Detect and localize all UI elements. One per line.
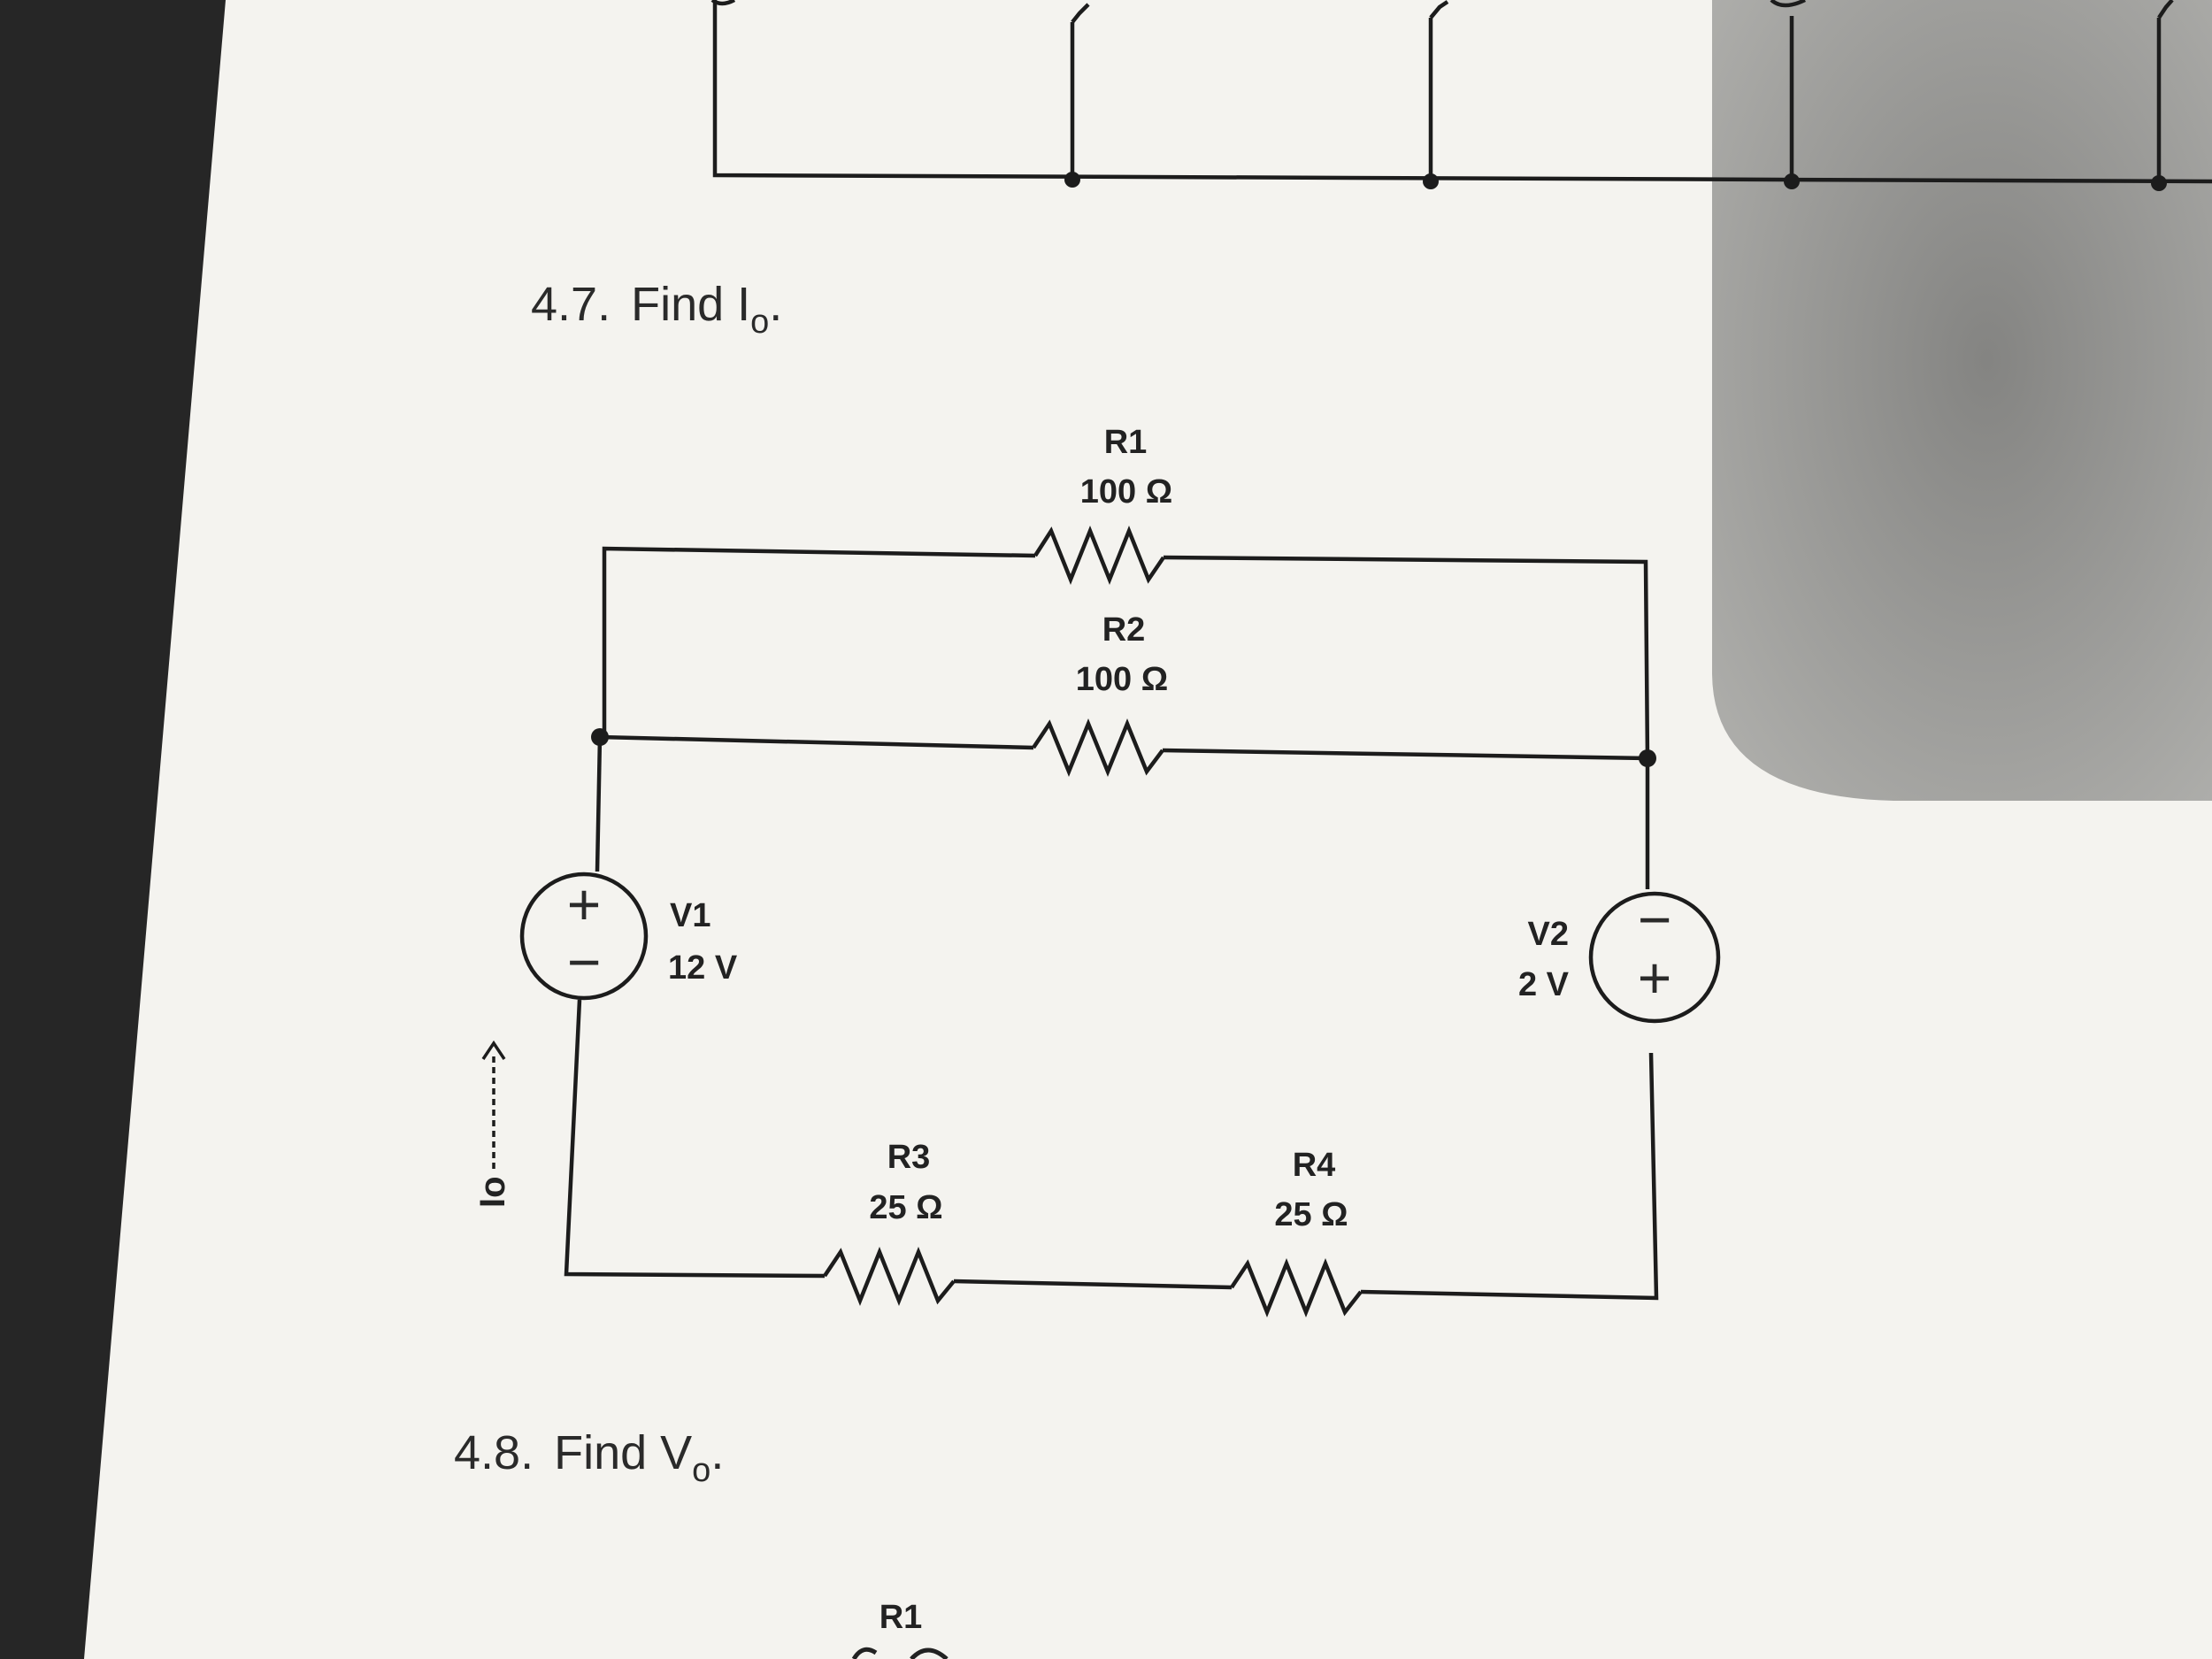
svg-text:−: − bbox=[567, 929, 602, 995]
io-current-arrow: Io bbox=[473, 1040, 512, 1208]
v1-source: + − bbox=[519, 872, 649, 1001]
r3-name: R3 bbox=[887, 1139, 931, 1176]
top-wire bbox=[602, 546, 1036, 739]
svg-text:+: + bbox=[1638, 945, 1672, 1010]
v1-name: V1 bbox=[670, 897, 710, 934]
v1-value: 12 V bbox=[668, 949, 738, 987]
svg-text:Io: Io bbox=[473, 1176, 512, 1208]
svg-text:−: − bbox=[1638, 887, 1672, 952]
r1-resistor bbox=[1033, 525, 1165, 586]
r3-value: 25 Ω bbox=[869, 1189, 942, 1226]
previous-circuit-fragment bbox=[710, 0, 2212, 191]
r4-name: R4 bbox=[1293, 1147, 1336, 1184]
problem-4-7-title: 4.7. Find Io. bbox=[531, 278, 782, 341]
hand-shadow bbox=[1712, 0, 2212, 801]
r4-value: 25 Ω bbox=[1274, 1196, 1348, 1233]
r1-value: 100 Ω bbox=[1080, 473, 1172, 511]
r2-name: R2 bbox=[1102, 611, 1146, 649]
v2-source: − + bbox=[1588, 887, 1721, 1024]
r2-value: 100 Ω bbox=[1076, 661, 1168, 698]
v2-name: V2 bbox=[1528, 916, 1569, 953]
r3-resistor bbox=[823, 1246, 956, 1307]
problem-4-8-title: 4.8. Find Vo. bbox=[454, 1426, 724, 1489]
next-circuit-r1-label: R1 bbox=[879, 1599, 923, 1636]
r1-name: R1 bbox=[1104, 424, 1148, 461]
paper-sheet bbox=[84, 0, 2212, 1659]
r4-resistor bbox=[1230, 1257, 1363, 1318]
svg-text:+: + bbox=[567, 872, 602, 937]
circuit-4-7: + − V1 12 V − + V2 2 V R1 100 Ω R2 100 Ω… bbox=[473, 424, 1721, 1318]
middle-wire bbox=[599, 734, 1034, 750]
next-circuit-cut-text bbox=[851, 1647, 949, 1659]
node-right bbox=[1639, 749, 1656, 767]
node-left bbox=[591, 728, 609, 746]
v2-value: 2 V bbox=[1518, 966, 1570, 1003]
r2-resistor bbox=[1032, 718, 1164, 777]
